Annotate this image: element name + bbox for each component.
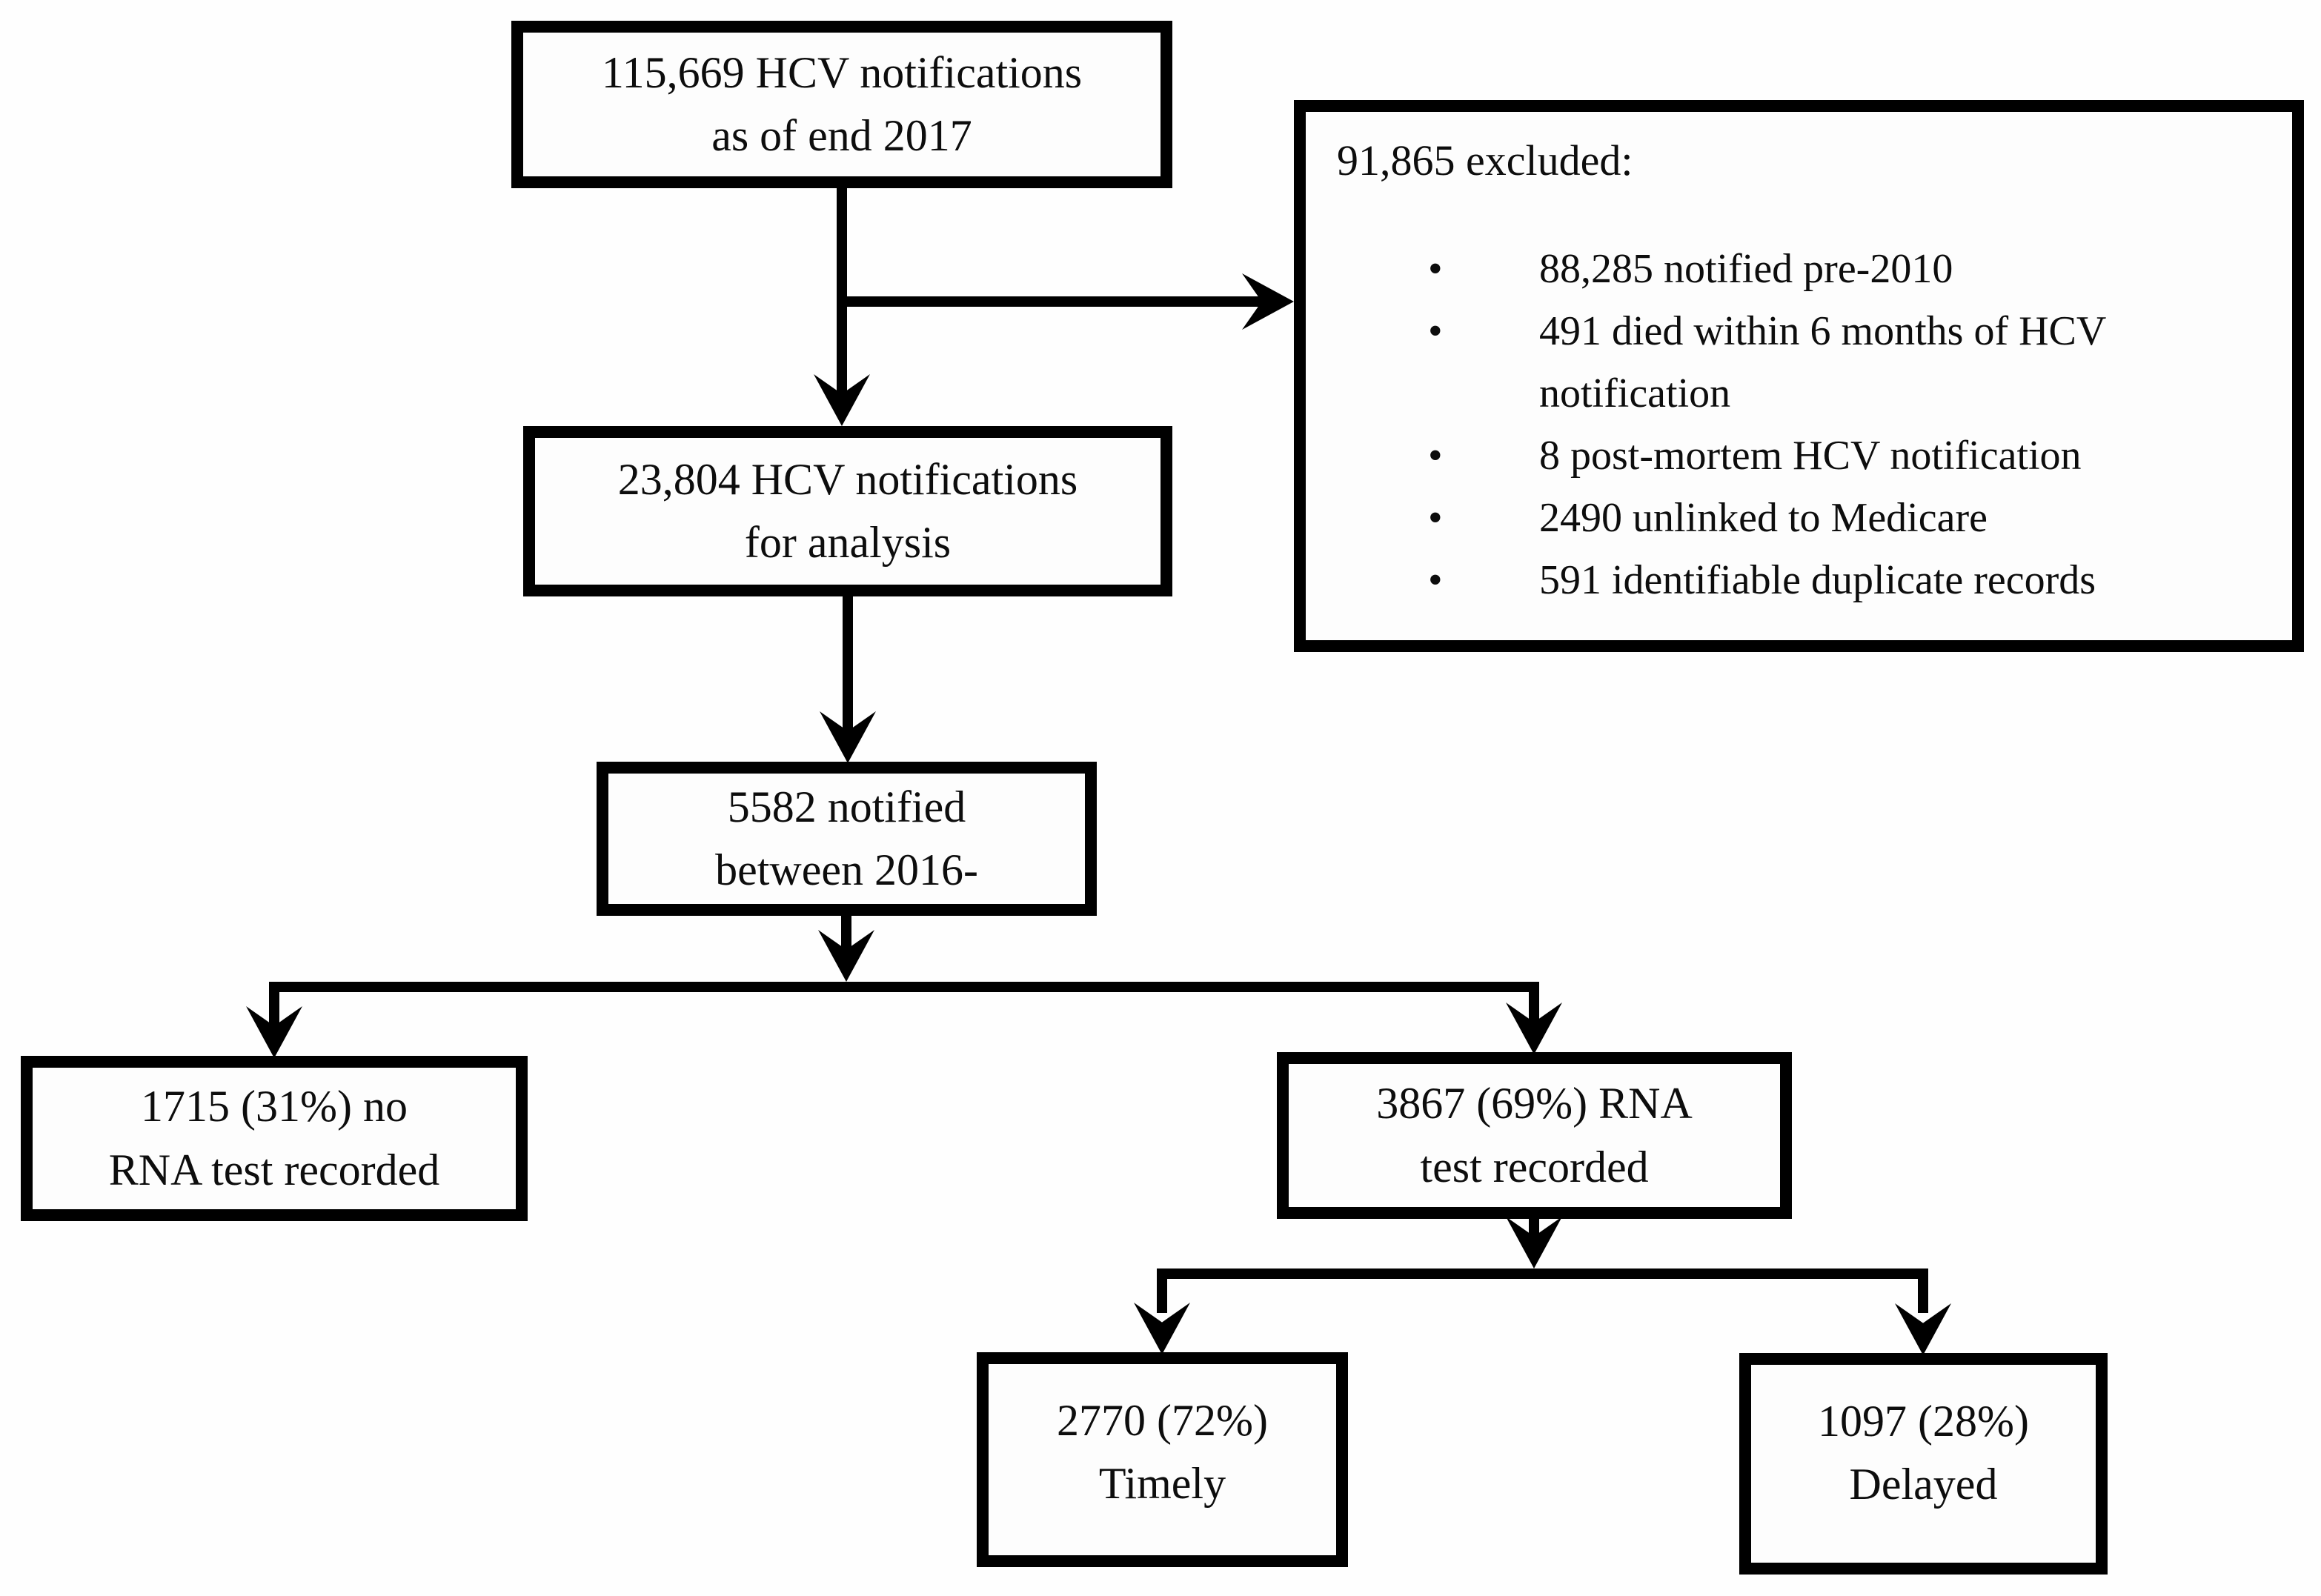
box-rna-line1: 3867 (69%) RNA [1376,1079,1693,1128]
box-total-line2: as of end 2017 [711,111,972,160]
box-delayed-line1: 1097 (28%) [1818,1397,2029,1446]
excluded-bullet-text: 2490 unlinked to Medicare [1539,495,1988,542]
connector-to-excluded [837,296,1264,307]
excluded-heading: 91,865 excluded: [1337,136,1633,184]
box-timely: 2770 (72%) Timely [977,1352,1348,1567]
split-bar-rna [269,982,1539,992]
excluded-bullet-text: 88,285 notified pre-2010 [1539,246,1953,293]
box-analysis: 23,804 HCV notifications for analysis [523,426,1172,596]
bullet-icon: • [1428,308,1443,355]
connector-analysis-to-notified [843,593,853,737]
excluded-bullet-text: 591 identifiable duplicate records [1539,557,2096,604]
box-total-line1: 115,669 HCV notifications [601,47,1083,97]
box-analysis-line1: 23,804 HCV notifications [617,454,1078,504]
bullet-icon: • [1428,495,1443,542]
excluded-bullet-list: • 88,285 notified pre-2010 • 491 died wi… [1306,238,2292,611]
connector-notified-to-split [841,911,851,956]
box-notified-line1: 5582 notified [727,782,966,831]
excluded-bullet-item: • 491 died within 6 months of HCV notifi… [1306,300,2292,425]
box-excluded: 91,865 excluded: • 88,285 notified pre-2… [1294,100,2304,652]
excluded-bullet-item: • 8 post-mortem HCV notification [1306,425,2292,487]
box-no-rna-line2: RNA test recorded [108,1145,440,1194]
excluded-bullet-item: • 2490 unlinked to Medicare [1306,487,2292,549]
excluded-bullet-item: • 591 identifiable duplicate records [1306,549,2292,611]
bullet-icon: • [1428,557,1443,604]
excluded-bullet-text: 491 died within 6 months of HCV notifica… [1539,308,2106,417]
box-no-rna-line1: 1715 (31%) no [141,1082,408,1131]
box-analysis-line2: for analysis [744,518,952,567]
connector-split-to-delayed [1918,1269,1928,1313]
box-rna-test: 3867 (69%) RNA test recorded [1277,1052,1792,1219]
box-total-notifications: 115,669 HCV notifications as of end 2017 [511,21,1172,188]
box-delayed-line2: Delayed [1849,1460,1998,1509]
connector-total-to-analysis [837,185,847,394]
box-notified-line2: between 2016- [715,845,978,894]
box-delayed: 1097 (28%) Delayed [1739,1353,2108,1575]
split-bar-timing [1157,1269,1928,1279]
connector-split-to-timely [1157,1269,1167,1313]
excluded-bullet-item: • 88,285 notified pre-2010 [1306,238,2292,300]
box-timely-line2: Timely [1098,1459,1226,1509]
bullet-icon: • [1428,246,1443,293]
excluded-bullet-text: 8 post-mortem HCV notification [1539,433,2082,479]
box-notified-2016: 5582 notified between 2016- [597,762,1097,916]
box-rna-line2: test recorded [1420,1142,1649,1191]
bullet-icon: • [1428,433,1443,479]
box-no-rna-test: 1715 (31%) no RNA test recorded [21,1056,528,1221]
box-timely-line1: 2770 (72%) [1057,1396,1268,1445]
